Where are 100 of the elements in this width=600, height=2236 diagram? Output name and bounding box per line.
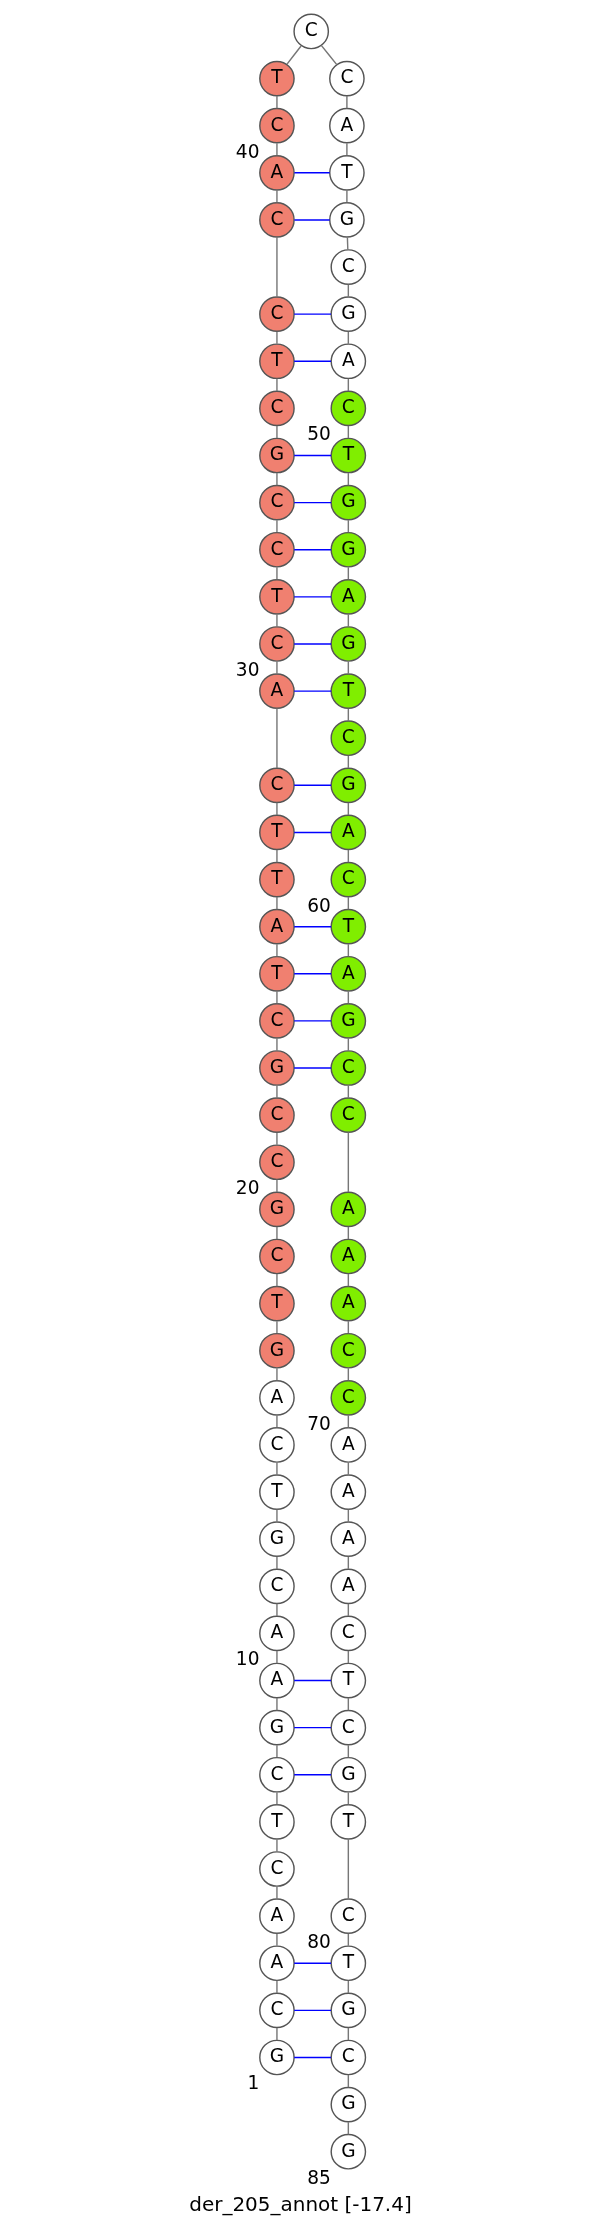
node-circle: C bbox=[258, 1238, 295, 1275]
connector bbox=[275, 1226, 278, 1240]
node-circle: T bbox=[328, 154, 365, 191]
connector bbox=[275, 802, 278, 816]
node-circle: T bbox=[258, 814, 295, 851]
node-circle: G bbox=[330, 2133, 366, 2170]
node-circle: C bbox=[330, 249, 366, 285]
node-circle: A bbox=[330, 1568, 366, 1605]
connector bbox=[275, 1650, 278, 1664]
node-circle: A bbox=[258, 1945, 295, 1982]
node-circle: C bbox=[258, 1851, 295, 1887]
node-circle: T bbox=[330, 1804, 366, 1840]
node-circle: A bbox=[258, 908, 295, 945]
node-circle: C bbox=[258, 1756, 295, 1793]
node-circle: C bbox=[258, 1992, 295, 2029]
node-circle: G bbox=[330, 2086, 366, 2123]
node-circle: C bbox=[330, 390, 366, 427]
node-circle: A bbox=[330, 1521, 366, 1558]
node-circle: G bbox=[330, 531, 366, 568]
node-circle: G bbox=[258, 1191, 295, 1228]
connector bbox=[275, 1179, 278, 1193]
node-circle: A bbox=[330, 955, 366, 992]
node-circle: G bbox=[330, 626, 366, 662]
connector bbox=[275, 472, 278, 486]
node-circle: C bbox=[258, 202, 295, 238]
connector bbox=[275, 1556, 278, 1570]
node-circle: A bbox=[330, 1427, 366, 1463]
node-circle: C bbox=[258, 531, 295, 568]
node-label: 40 bbox=[235, 140, 259, 162]
connector bbox=[275, 1461, 278, 1476]
node-label: 60 bbox=[306, 894, 331, 916]
node-circle: A bbox=[258, 1662, 295, 1699]
connector bbox=[275, 1838, 278, 1853]
connector bbox=[347, 1131, 349, 1193]
node-circle: A bbox=[330, 1191, 366, 1228]
connector bbox=[293, 313, 332, 315]
connector bbox=[275, 330, 278, 345]
connector bbox=[275, 1320, 278, 1335]
node-circle: C bbox=[330, 2039, 366, 2076]
node-circle: C bbox=[330, 1709, 366, 1746]
node-label: 20 bbox=[235, 1177, 259, 1199]
node-circle: C bbox=[258, 390, 295, 427]
node-label: 1 bbox=[246, 2072, 259, 2094]
node-circle: C bbox=[258, 1097, 295, 1133]
connector bbox=[293, 1726, 332, 1729]
node-label: 70 bbox=[306, 1412, 331, 1434]
node-circle: C bbox=[330, 720, 366, 757]
connector bbox=[275, 1791, 278, 1806]
node-circle: T bbox=[258, 1474, 295, 1510]
connector bbox=[293, 1067, 332, 1069]
node-circle: C bbox=[330, 1615, 366, 1652]
connector bbox=[275, 943, 278, 958]
node-circle: C bbox=[330, 1097, 366, 1133]
node-circle: G bbox=[330, 767, 366, 804]
node-circle: T bbox=[258, 861, 295, 898]
connector bbox=[275, 1885, 278, 1900]
node-circle: C bbox=[258, 1144, 295, 1181]
node-circle: C bbox=[330, 1898, 366, 1934]
node-circle: C bbox=[258, 1427, 295, 1463]
node-circle: T bbox=[258, 1804, 295, 1840]
connector bbox=[293, 1962, 332, 1964]
node-circle: C bbox=[258, 484, 295, 521]
connector bbox=[275, 142, 278, 157]
node-circle: A bbox=[330, 1238, 366, 1275]
node-label: 30 bbox=[235, 658, 259, 680]
node-circle: G bbox=[330, 1992, 366, 2029]
connector bbox=[275, 236, 278, 298]
connector bbox=[275, 1932, 278, 1947]
connector bbox=[293, 1774, 332, 1776]
connector bbox=[275, 1131, 278, 1146]
node-circle: T bbox=[258, 955, 295, 992]
node-circle: T bbox=[258, 1285, 295, 1322]
connector bbox=[293, 925, 332, 928]
connector bbox=[320, 44, 337, 66]
connector bbox=[293, 690, 332, 692]
connector bbox=[293, 784, 332, 787]
connector bbox=[293, 2056, 332, 2059]
connector bbox=[293, 643, 332, 645]
node-circle: C bbox=[258, 107, 295, 144]
node-circle: A bbox=[328, 107, 365, 144]
connector bbox=[345, 189, 348, 204]
connector bbox=[275, 95, 278, 109]
node-circle: A bbox=[258, 1615, 295, 1652]
connector bbox=[275, 1603, 278, 1617]
connector bbox=[275, 1980, 278, 1994]
node-circle: A bbox=[258, 1380, 295, 1416]
node-circle: A bbox=[330, 343, 366, 380]
connector bbox=[275, 519, 278, 534]
connector bbox=[293, 596, 332, 598]
connector bbox=[285, 45, 302, 65]
node-circle: C bbox=[330, 1050, 366, 1086]
connector bbox=[275, 1697, 278, 1711]
connector bbox=[275, 1744, 278, 1759]
node-label: 85 bbox=[306, 2166, 331, 2188]
node-circle: T bbox=[330, 673, 366, 709]
node-circle: T bbox=[258, 60, 295, 97]
node-circle: T bbox=[330, 1662, 366, 1699]
connector bbox=[275, 1084, 278, 1099]
connector bbox=[293, 1679, 332, 1682]
connector bbox=[347, 1838, 349, 1900]
